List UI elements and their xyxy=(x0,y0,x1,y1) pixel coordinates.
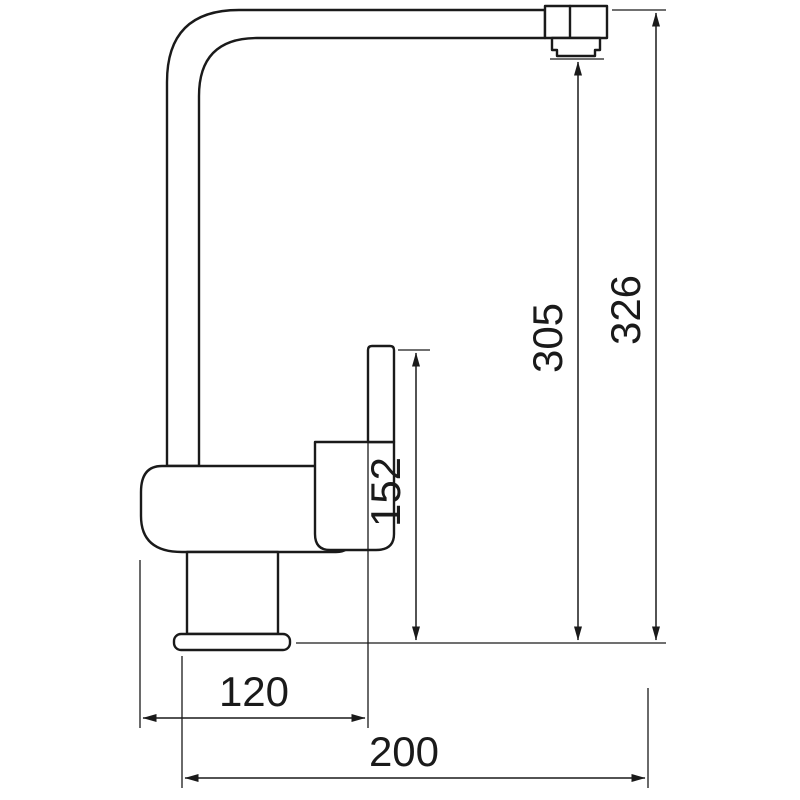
dimension-overall-height: 326 xyxy=(602,9,666,641)
handle-lever xyxy=(366,344,396,444)
overall-width-label: 200 xyxy=(369,728,439,775)
handle-base xyxy=(313,440,396,552)
dimension-overall-width: 200 xyxy=(181,656,649,788)
spout-pipe xyxy=(165,8,547,468)
outlet-height-label: 305 xyxy=(524,303,571,373)
spout-end-block xyxy=(543,4,609,40)
dimension-body-offset: 120 xyxy=(139,353,369,728)
aerator-nozzle xyxy=(550,36,602,58)
base-flange xyxy=(172,632,292,652)
handle-height-label: 152 xyxy=(362,457,409,527)
dimension-outlet-height: 305 xyxy=(524,58,604,641)
dimension-handle-height: 152 xyxy=(362,349,430,641)
faucet-outline xyxy=(139,4,609,652)
overall-height-label: 326 xyxy=(602,275,649,345)
body-offset-label: 120 xyxy=(219,668,289,715)
base-column xyxy=(185,550,280,636)
